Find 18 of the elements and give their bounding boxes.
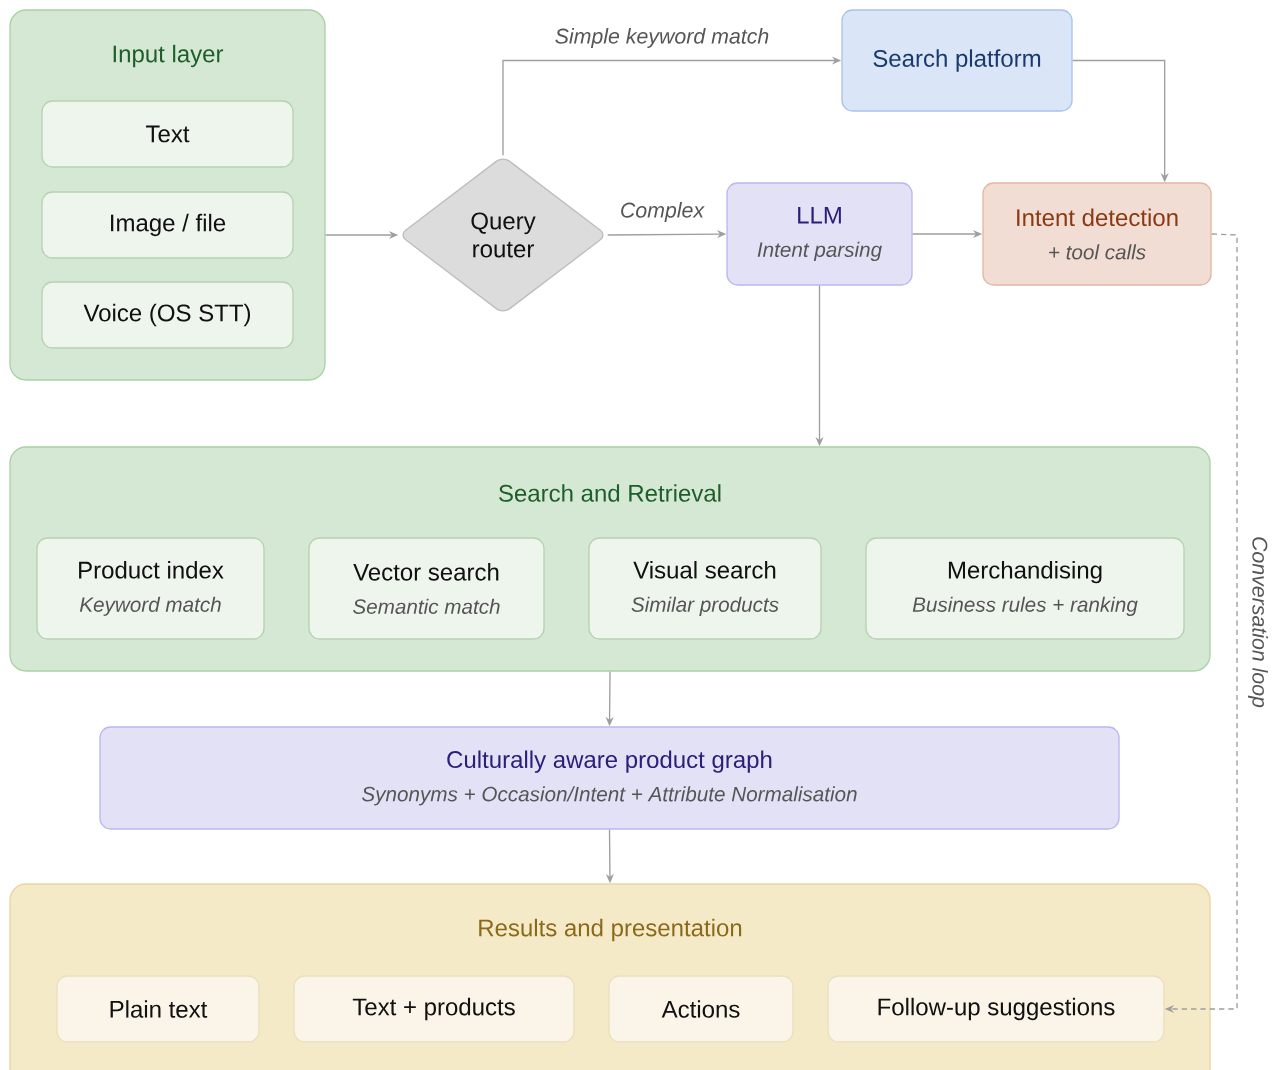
process-box: LLM Intent parsing [726,182,913,286]
edge-label: Simple keyword match [555,28,769,48]
process-box: Text + products [293,975,575,1043]
process-box: Image / file [41,191,294,259]
edge-label: Complex [621,202,705,222]
process-box: Visual search Similar products [588,537,822,640]
process-box: Culturally aware product graph Synonyms + Occasion/Intent + Attribute Normalisation [99,726,1120,830]
process-box: Search platform [841,9,1073,112]
process-box: Actions [608,975,794,1043]
process-box: Text [41,100,294,168]
process-box: Intent detection + tool calls [982,182,1212,286]
edge-label: Conversation loop [1248,537,1268,708]
process-box: Merchandising Business rules + ranking [865,537,1185,640]
process-box: Voice (OS STT) [41,281,294,349]
process-box: Vector search Semantic match [308,537,545,640]
process-box: Follow-up suggestions [827,975,1165,1043]
process-box: Plain text [56,975,260,1043]
process-box: Product index Keyword match [36,537,265,640]
